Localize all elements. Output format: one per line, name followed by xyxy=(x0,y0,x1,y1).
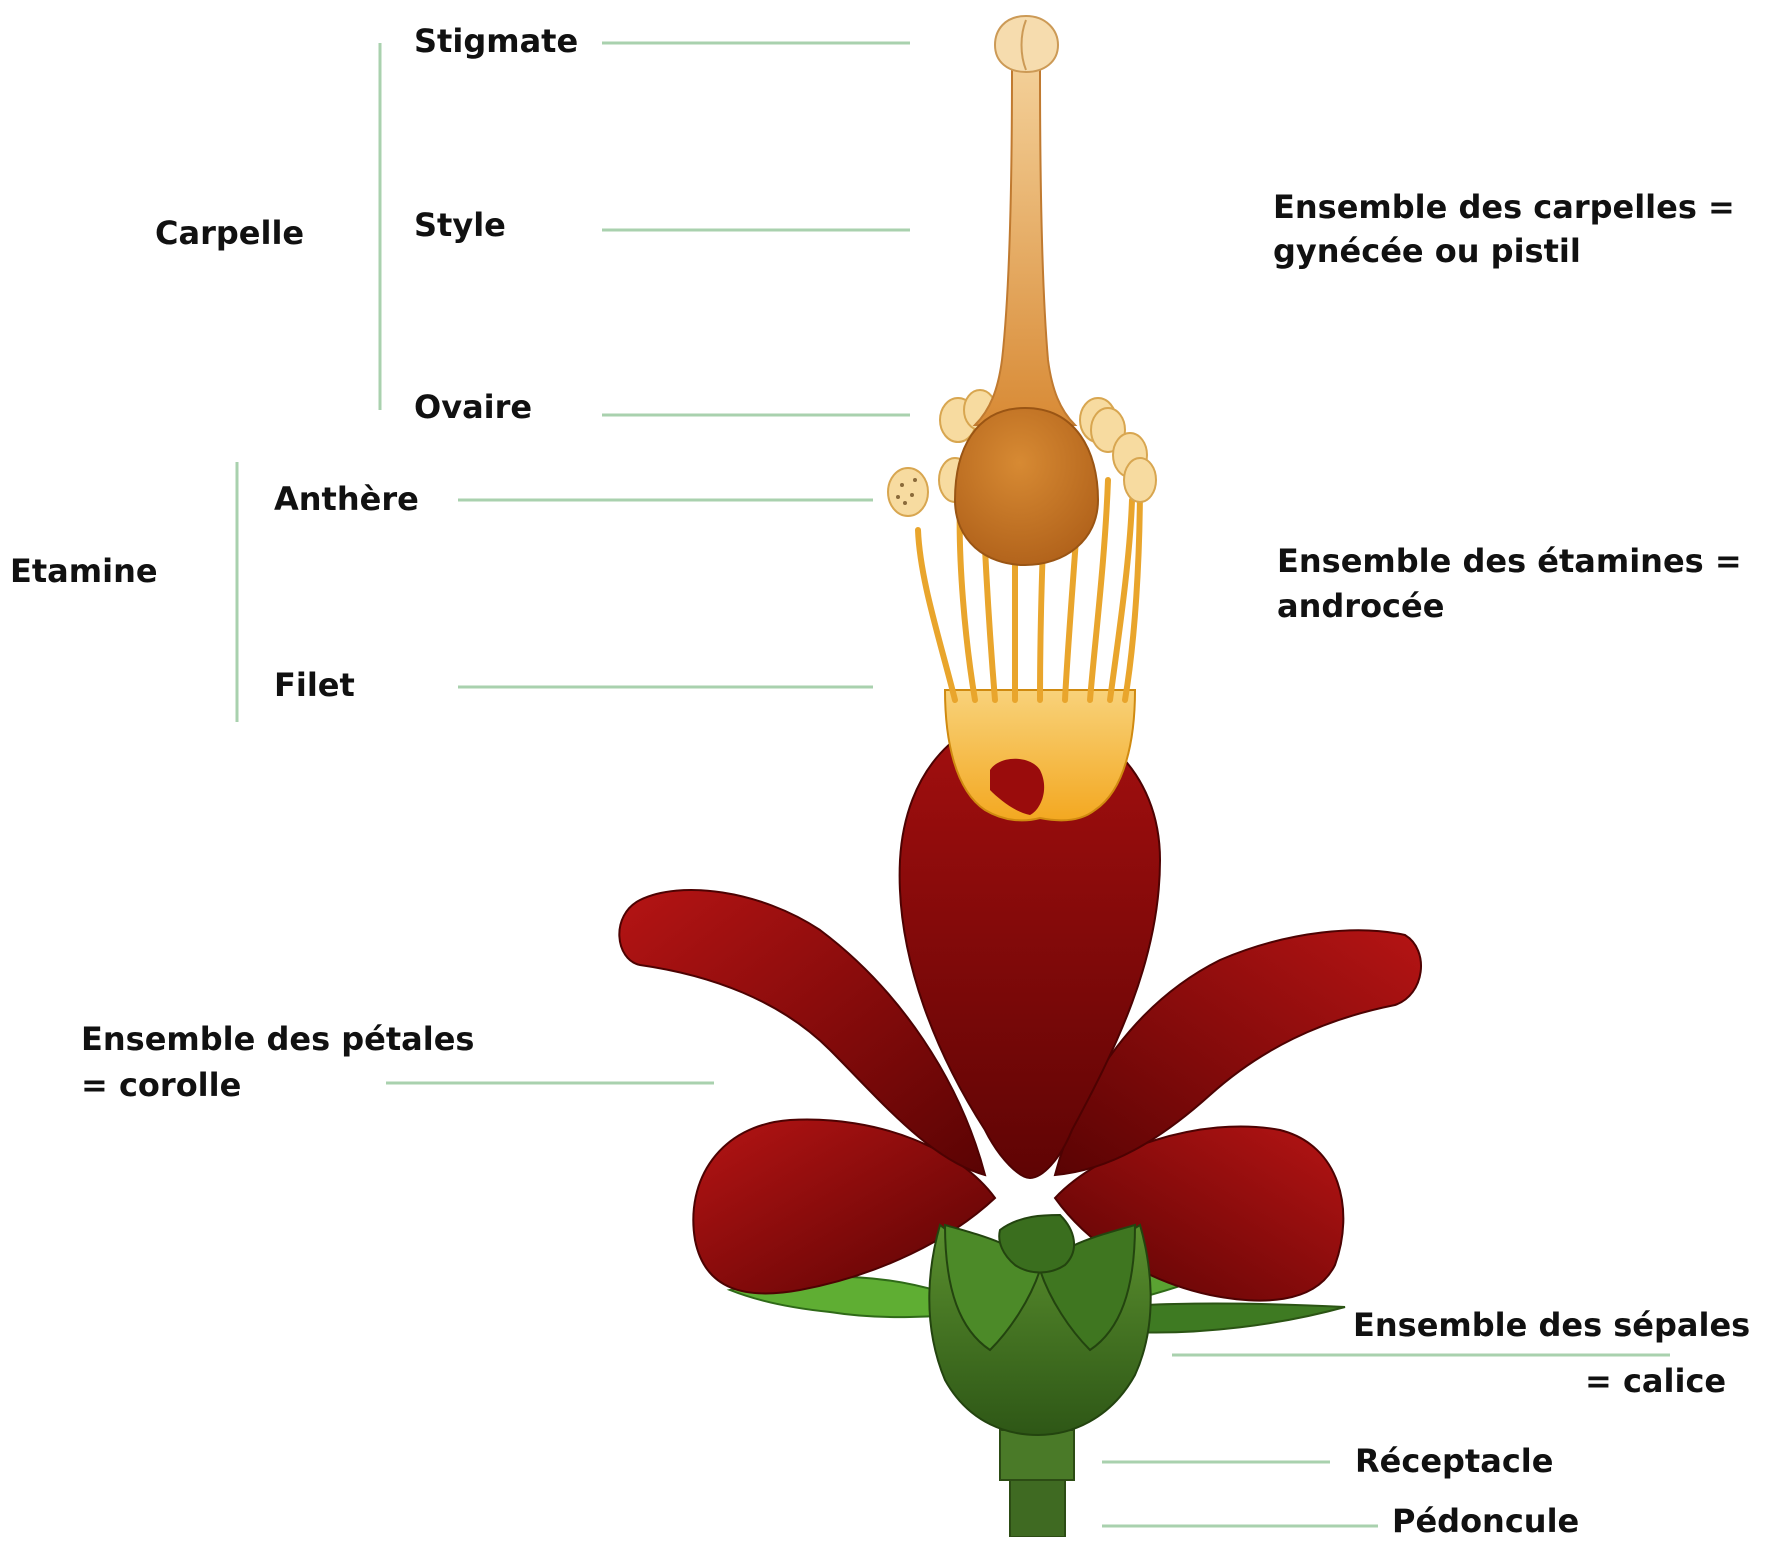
label-carpelle: Carpelle xyxy=(155,214,304,252)
pollen-dot xyxy=(903,501,907,505)
style-shape xyxy=(972,69,1078,426)
filament-9 xyxy=(1122,477,1143,703)
label-etamine: Etamine xyxy=(10,552,158,590)
anther-left-dotted xyxy=(887,467,929,517)
label-petales-line2: = corolle xyxy=(81,1066,241,1104)
ovary-shape xyxy=(953,406,1100,567)
label-style: Style xyxy=(414,206,506,244)
label-anthere: Anthère xyxy=(274,480,419,518)
petal-central xyxy=(898,713,1162,1180)
label-carpelles-line2: gynécée ou pistil xyxy=(1273,232,1581,270)
label-sepales-line1: Ensemble des sépales xyxy=(1353,1306,1750,1344)
label-sepales-line2: = calice xyxy=(1585,1362,1726,1400)
peduncle-shape xyxy=(1009,1477,1066,1538)
label-stigmate: Stigmate xyxy=(414,22,578,60)
label-ovaire: Ovaire xyxy=(414,388,532,426)
label-petales-line1: Ensemble des pétales xyxy=(81,1020,474,1058)
pollen-dot xyxy=(900,483,904,487)
stigma-shape xyxy=(993,14,1060,74)
label-filet: Filet xyxy=(274,666,355,704)
pollen-dots xyxy=(896,478,917,505)
label-etamines-line1: Ensemble des étamines = xyxy=(1277,542,1742,580)
stamens xyxy=(887,389,1157,822)
stem xyxy=(999,1429,1075,1538)
anther-8 xyxy=(1123,457,1157,503)
label-pedoncule: Pédoncule xyxy=(1392,1502,1579,1537)
petal-lower-left xyxy=(692,1118,997,1295)
petal-upper-right xyxy=(1053,929,1422,1177)
filament-cup-inner xyxy=(990,758,1045,815)
pollen-dot xyxy=(910,493,914,497)
stigma-groove xyxy=(1020,19,1027,71)
upper-petals xyxy=(618,889,1422,1177)
filament-8 xyxy=(1107,497,1135,703)
labels: Stigmate Style Ovaire Carpelle Anthère F… xyxy=(10,22,1750,1540)
pollen-dot xyxy=(913,478,917,482)
filament-1 xyxy=(915,527,958,703)
petal-upper-left xyxy=(618,889,987,1177)
receptacle-shape xyxy=(999,1429,1075,1481)
sepal-cup xyxy=(928,1213,1152,1437)
filament-7 xyxy=(1087,477,1111,703)
pistil xyxy=(953,14,1100,567)
pollen-dot xyxy=(896,495,900,499)
label-etamines-line2: androcée xyxy=(1277,587,1444,625)
leader-lines xyxy=(235,41,1670,1528)
label-carpelles-line1: Ensemble des carpelles = xyxy=(1273,188,1735,226)
sepal-tip-center xyxy=(998,1213,1075,1274)
label-receptacle: Réceptacle xyxy=(1355,1442,1553,1480)
